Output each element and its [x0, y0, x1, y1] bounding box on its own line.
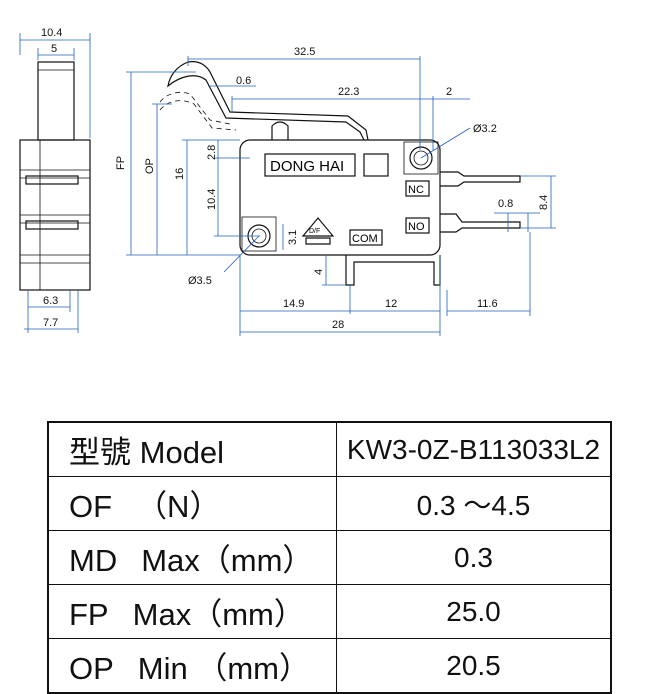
- dim-28: 28: [332, 319, 344, 331]
- dim-2: 2: [446, 86, 452, 98]
- front-dimensions: 32.5 0.6 22.3 2 Ø3.2 FP OP 16 2.8: [115, 46, 556, 336]
- spec-table: 型號 Model KW3-0Z-B113033L2 OF（N） 0.3 ～4.5…: [47, 421, 612, 694]
- nc-label: NC: [408, 184, 424, 196]
- dim-11-6: 11.6: [477, 298, 498, 310]
- dim-0-6: 0.6: [236, 75, 251, 87]
- dim-22-3: 22.3: [338, 86, 359, 98]
- row-value: KW3-0Z-B113033L2: [336, 421, 612, 477]
- no-label: NO: [408, 221, 425, 233]
- row-value: 25.0: [336, 584, 612, 639]
- row-key: OF（N）: [47, 476, 337, 531]
- table-row: OF（N） 0.3 ～4.5: [47, 476, 612, 531]
- dim-7-7: 7.7: [43, 317, 58, 329]
- dim-10-4: 10.4: [206, 189, 218, 210]
- dim-3-1: 3.1: [287, 230, 299, 245]
- certification-mark-icon: D/F: [301, 217, 335, 245]
- row-key: 型號 Model: [47, 421, 337, 477]
- dim-side-width: 10.4: [41, 27, 62, 39]
- brand-label: DONG HAI: [270, 158, 344, 175]
- technical-drawing: 10.4 5 6.3 7.7: [19, 27, 556, 336]
- dim-plunger-width: 5: [51, 43, 57, 55]
- dim-12: 12: [385, 298, 397, 310]
- dim-phi-3-5: Ø3.5: [188, 275, 212, 287]
- dim-2-8: 2.8: [206, 145, 218, 160]
- dim-phi-3-2: Ø3.2: [473, 123, 497, 135]
- dim-32-5: 32.5: [294, 46, 315, 58]
- side-view: 10.4 5 6.3 7.7: [19, 27, 91, 333]
- svg-text:D/F: D/F: [309, 228, 320, 235]
- dim-op: OP: [144, 158, 156, 174]
- dim-4: 4: [313, 269, 325, 275]
- com-label: COM: [352, 233, 378, 245]
- dim-fp: FP: [115, 156, 127, 170]
- front-view: DONG HAI NC NO COM D/F: [159, 61, 521, 286]
- dim-8-4: 8.4: [538, 195, 550, 210]
- dim-6-3: 6.3: [43, 295, 58, 307]
- row-value: 20.5: [336, 638, 612, 694]
- row-value: 0.3: [336, 530, 612, 585]
- table-row: 型號 Model KW3-0Z-B113033L2: [47, 421, 612, 477]
- dim-16: 16: [174, 168, 186, 180]
- row-value: 0.3 ～4.5: [336, 476, 612, 531]
- dim-14-9: 14.9: [283, 298, 304, 310]
- dim-0-8: 0.8: [498, 198, 513, 210]
